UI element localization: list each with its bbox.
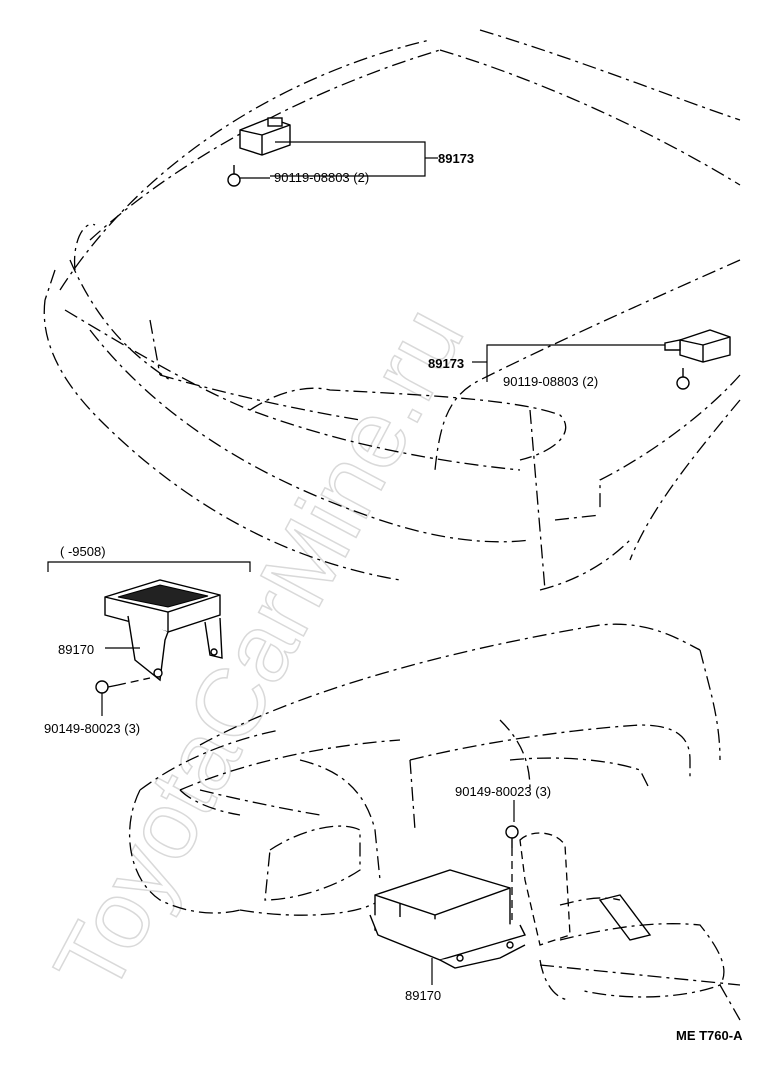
bolt-icon <box>227 165 241 187</box>
label-89173-top: 89173 <box>438 151 474 166</box>
sensor-right-icon[interactable] <box>664 329 731 363</box>
label-89170-bottom: 89170 <box>405 988 441 1003</box>
label-bolt-left: 90149-80023 (3) <box>44 721 140 736</box>
label-89173-right: 89173 <box>428 356 464 371</box>
label-bolt-top: 90119-08803 (2) <box>274 170 369 185</box>
drawing-code: ME T760-A <box>676 1028 743 1043</box>
label-bolt-bottom: 90149-80023 (3) <box>455 784 551 799</box>
bolt-icon <box>676 368 690 390</box>
sensor-top-icon[interactable] <box>239 117 291 156</box>
bolt-icon <box>505 825 519 848</box>
ecu-left-icon[interactable] <box>104 579 223 682</box>
ecu-bottom-icon[interactable] <box>369 869 527 969</box>
label-date-range: ( -9508) <box>60 544 106 559</box>
bolt-icon <box>95 680 119 694</box>
car-body-outline <box>43 29 741 591</box>
label-89170-left: 89170 <box>58 642 94 657</box>
dashboard-outline <box>128 623 741 1021</box>
label-bolt-right: 90119-08803 (2) <box>503 374 598 389</box>
